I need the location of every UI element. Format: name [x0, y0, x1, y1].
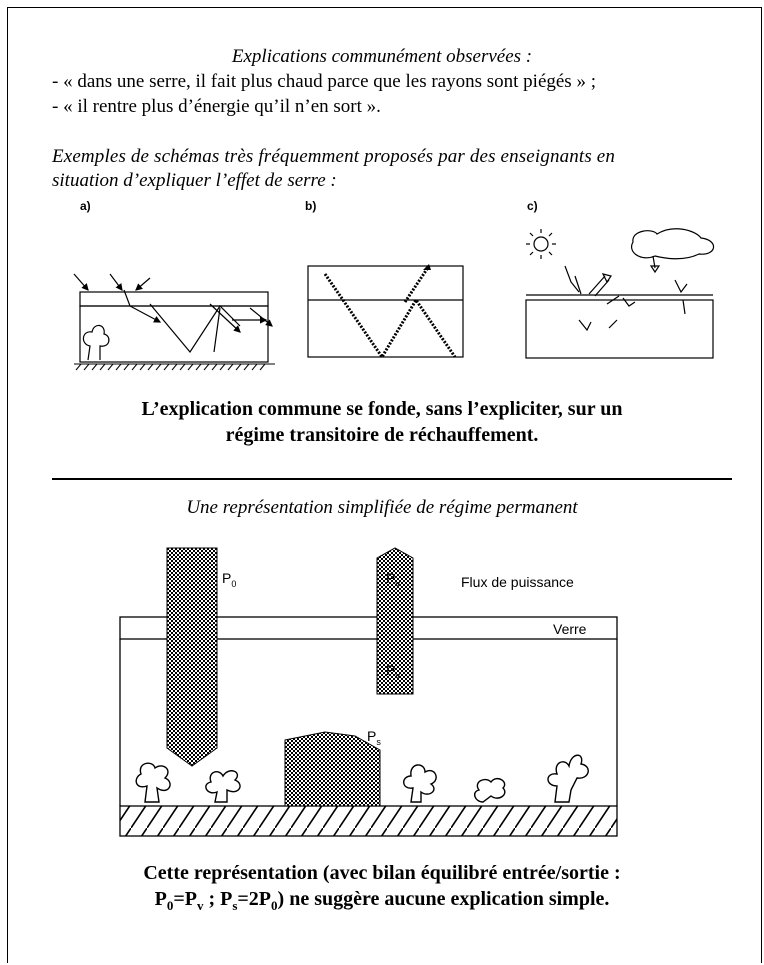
- schema-label-c: c): [527, 199, 538, 213]
- flux-label: Flux de puissance: [461, 574, 574, 590]
- plant-icon: [135, 762, 171, 803]
- pv-top-label: Pv: [386, 570, 400, 589]
- conclusion-2-line-1: Cette représentation (avec bilan équilib…: [143, 862, 621, 884]
- cloud-icon: [631, 228, 715, 260]
- plant-icon: [205, 770, 241, 803]
- plant-icon: [547, 754, 589, 803]
- observed-line-2: - « il rentre plus d’énergie qu’il n’en …: [52, 96, 381, 117]
- p0-flux-column: [166, 547, 218, 767]
- schema-a-greenhouse-diagram: [73, 273, 275, 371]
- examples-intro-line-2: situation d’expliquer l’effet de serre :: [52, 170, 337, 191]
- verre-label: Verre: [553, 621, 587, 637]
- observed-line-1: - « dans une serre, il fait plus chaud p…: [52, 71, 596, 92]
- schema-b-reflection-diagram: [307, 264, 464, 360]
- ps-label: Ps: [367, 728, 381, 747]
- permanent-regime-diagram: [119, 547, 618, 837]
- schema-label-a: a): [80, 199, 91, 213]
- plant-icon: [403, 764, 437, 803]
- observed-heading: Explications communément observées :: [231, 46, 533, 67]
- examples-intro-line-1: Exemples de schémas très fréquemment pro…: [52, 146, 616, 167]
- plant-icon: [473, 778, 506, 803]
- sun-icon: [526, 229, 556, 259]
- conclusion-1-line-2: régime transitoire de réchauffement.: [225, 424, 539, 446]
- pv-flux-column: [376, 547, 414, 695]
- p0-label: P0: [222, 570, 237, 589]
- schema-c-sun-cloud-diagram: [525, 228, 715, 359]
- pv-bottom-label: Pv: [386, 662, 400, 681]
- conclusion-2-line-2: P0=Pv ; Ps=2P0) ne suggère aucune explic…: [154, 888, 610, 913]
- permanent-heading: Une représentation simplifiée de régime …: [186, 497, 578, 518]
- schema-label-b: b): [305, 199, 317, 213]
- conclusion-1-line-1: L’explication commune se fonde, sans l’e…: [141, 398, 623, 420]
- page-frame: [7, 7, 762, 963]
- ps-flux-block: [284, 731, 381, 807]
- section-separator: [52, 478, 732, 480]
